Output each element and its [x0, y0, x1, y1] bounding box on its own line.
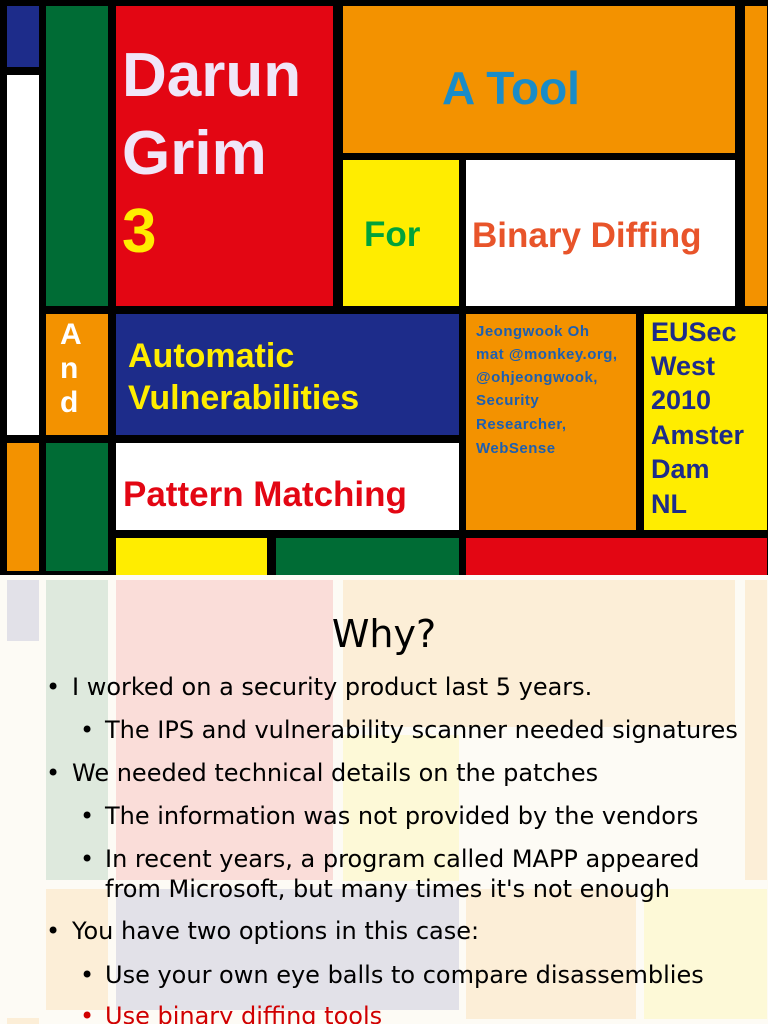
sub-bullet-item: • — [80, 961, 95, 989]
bullet-text: We needed technical details on the patch… — [72, 759, 599, 787]
title-slide: Darun Grim 3 A Tool For Binary Diffing A… — [0, 0, 768, 575]
event-line: Dam — [651, 454, 710, 484]
block-white-left — [7, 75, 39, 435]
sub-bullet-text: In recent years, a program called MAPP a… — [105, 845, 700, 873]
bg-ghost-block — [745, 580, 767, 880]
event-line: NL — [651, 489, 687, 519]
block-orange-right-strip — [745, 6, 767, 306]
bullet-item: • — [46, 759, 61, 787]
binary-diffing-text: Binary Diffing — [472, 216, 702, 255]
vulnerabilities-text: Vulnerabilities — [128, 379, 360, 417]
title-grim: Grim — [122, 119, 267, 188]
title-version-number: 3 — [122, 197, 157, 266]
and-letter-d: d — [60, 386, 79, 419]
author-line: Jeongwook Oh — [476, 323, 590, 340]
event-line: 2010 — [651, 385, 712, 415]
block-blue-automatic — [116, 314, 459, 435]
block-green-column-top — [46, 6, 108, 306]
and-letter-a: A — [60, 318, 82, 351]
block-yellow-bottom — [116, 538, 267, 575]
sub-bullet-item: • — [80, 716, 95, 744]
bg-ghost-block — [7, 1018, 39, 1024]
block-white-binary-diffing — [466, 160, 735, 306]
sub-bullet-item: • — [80, 1002, 95, 1024]
author-line: Researcher, — [476, 416, 567, 433]
bullet-text: I worked on a security product last 5 ye… — [72, 673, 593, 701]
block-orange-a-tool — [343, 6, 735, 153]
block-blue-top-left — [7, 6, 39, 67]
block-orange-author — [466, 314, 636, 530]
bullet-text: You have two options in this case: — [72, 917, 480, 945]
a-tool-text: A Tool — [442, 62, 580, 114]
block-red-bottom — [466, 538, 767, 575]
block-green-bottom — [276, 538, 459, 575]
bg-ghost-block — [644, 889, 767, 1019]
event-line: Amster — [651, 420, 745, 450]
sub-bullet-text-continued: from Microsoft, but many times it's not … — [105, 875, 670, 903]
title-darun: Darun — [122, 41, 302, 110]
bg-ghost-block — [46, 580, 108, 880]
block-orange-and — [46, 314, 108, 435]
bg-ghost-block — [343, 580, 735, 727]
bg-ghost-block — [46, 889, 108, 1010]
bg-ghost-block — [116, 580, 333, 880]
slide-title: Why? — [331, 612, 437, 656]
automatic-text: Automatic — [128, 337, 295, 375]
bg-ghost-block — [116, 889, 459, 1010]
bg-ghost-block — [7, 580, 39, 641]
event-line: EUSec — [651, 317, 737, 347]
bullet-item: • — [46, 673, 61, 701]
pattern-matching-text: Pattern Matching — [123, 475, 407, 514]
sub-bullet-text-highlight: Use binary diffing tools — [105, 1002, 383, 1024]
bg-ghost-block — [343, 735, 459, 881]
block-yellow-event — [644, 314, 767, 530]
sub-bullet-text: The IPS and vulnerability scanner needed… — [105, 716, 738, 744]
sub-bullet-item: • — [80, 802, 95, 830]
author-line: WebSense — [476, 440, 556, 457]
bg-ghost-block — [466, 889, 636, 1019]
bullet-item: • — [46, 917, 61, 945]
event-line: West — [651, 351, 716, 381]
author-line: Security — [476, 392, 540, 409]
sub-bullet-text: Use your own eye balls to compare disass… — [105, 961, 704, 989]
and-letter-n: n — [60, 352, 79, 385]
for-text: For — [364, 215, 421, 254]
block-orange-bottom-left — [7, 443, 39, 571]
sub-bullet-item: • — [80, 845, 95, 873]
block-white-pattern-matching — [116, 443, 459, 530]
author-line: @ohjeongwook, — [476, 369, 598, 386]
why-slide: Why? • I worked on a security product la… — [0, 575, 768, 1024]
sub-bullet-text: The information was not provided by the … — [105, 802, 699, 830]
block-yellow-for — [343, 160, 459, 306]
block-green-column-bottom — [46, 443, 108, 571]
author-line: mat @monkey.org, — [476, 346, 618, 363]
block-red-title — [116, 6, 333, 306]
